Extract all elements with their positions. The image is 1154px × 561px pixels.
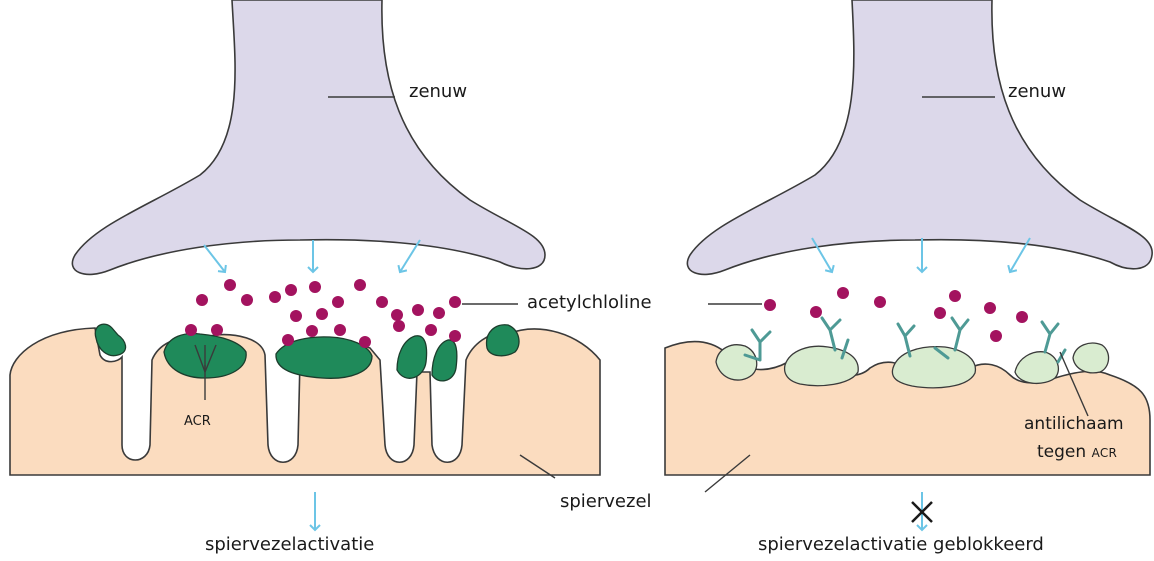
ach-dot bbox=[412, 304, 424, 316]
arrow bbox=[204, 245, 225, 272]
nerve-label-left: zenuw bbox=[409, 81, 467, 102]
arrow bbox=[400, 240, 420, 272]
nerve-terminal-right bbox=[687, 0, 1152, 274]
receptor bbox=[785, 346, 859, 385]
antibody-label-abbr: ACR bbox=[1092, 446, 1118, 460]
ach-dot bbox=[269, 291, 281, 303]
muscle-fiber-label: spiervezel bbox=[560, 491, 652, 512]
ach-dot bbox=[241, 294, 253, 306]
ach-dot bbox=[316, 308, 328, 320]
ach-dot bbox=[309, 281, 321, 293]
ach-dot bbox=[211, 324, 223, 336]
antibody bbox=[952, 318, 968, 350]
ach-dot bbox=[433, 307, 445, 319]
ach-dot bbox=[332, 296, 344, 308]
nerve-terminal-left bbox=[72, 0, 545, 274]
ach-dot bbox=[874, 296, 886, 308]
ach-dot bbox=[449, 296, 461, 308]
ach-dot bbox=[949, 290, 961, 302]
ach-dot bbox=[810, 306, 822, 318]
antibody-label-word: tegen bbox=[1037, 442, 1086, 462]
antibody-label-line1: antilichaam bbox=[1024, 414, 1124, 434]
ach-dot bbox=[1016, 311, 1028, 323]
ach-dot bbox=[290, 310, 302, 322]
ach-dot bbox=[354, 279, 366, 291]
ach-dot bbox=[285, 284, 297, 296]
ach-dot bbox=[306, 325, 318, 337]
receptor bbox=[1073, 343, 1109, 373]
ach-dot bbox=[359, 336, 371, 348]
ach-dot bbox=[185, 324, 197, 336]
ach-dot bbox=[393, 320, 405, 332]
ach-dot bbox=[391, 309, 403, 321]
ach-dot bbox=[376, 296, 388, 308]
receptor bbox=[892, 347, 975, 388]
receptor bbox=[397, 336, 427, 379]
result-label-right: spiervezelactivatie geblokkeerd bbox=[758, 534, 1044, 555]
left-panel bbox=[10, 0, 600, 530]
receptor bbox=[432, 340, 457, 381]
acetylcholine-molecules-right bbox=[764, 287, 1028, 342]
ach-dot bbox=[196, 294, 208, 306]
ach-dot bbox=[425, 324, 437, 336]
antibody bbox=[1042, 322, 1058, 352]
ach-dot bbox=[449, 330, 461, 342]
ach-dot bbox=[837, 287, 849, 299]
antibody bbox=[822, 318, 840, 350]
acetylcholine-label: acetylchloline bbox=[527, 292, 652, 313]
receptor bbox=[487, 325, 519, 356]
ach-dot bbox=[764, 299, 776, 311]
antibody-label-line2: tegen ACR bbox=[1037, 442, 1117, 462]
antibody bbox=[745, 330, 770, 360]
result-label-left: spiervezelactivatie bbox=[205, 534, 374, 555]
ach-dot bbox=[282, 334, 294, 346]
ach-dot bbox=[934, 307, 946, 319]
ach-dot bbox=[334, 324, 346, 336]
ach-dot bbox=[990, 330, 1002, 342]
ach-dot bbox=[984, 302, 996, 314]
receptor bbox=[1015, 352, 1058, 384]
acr-label: ACR bbox=[184, 414, 211, 429]
nerve-label-right: zenuw bbox=[1008, 81, 1066, 102]
ach-dot bbox=[224, 279, 236, 291]
